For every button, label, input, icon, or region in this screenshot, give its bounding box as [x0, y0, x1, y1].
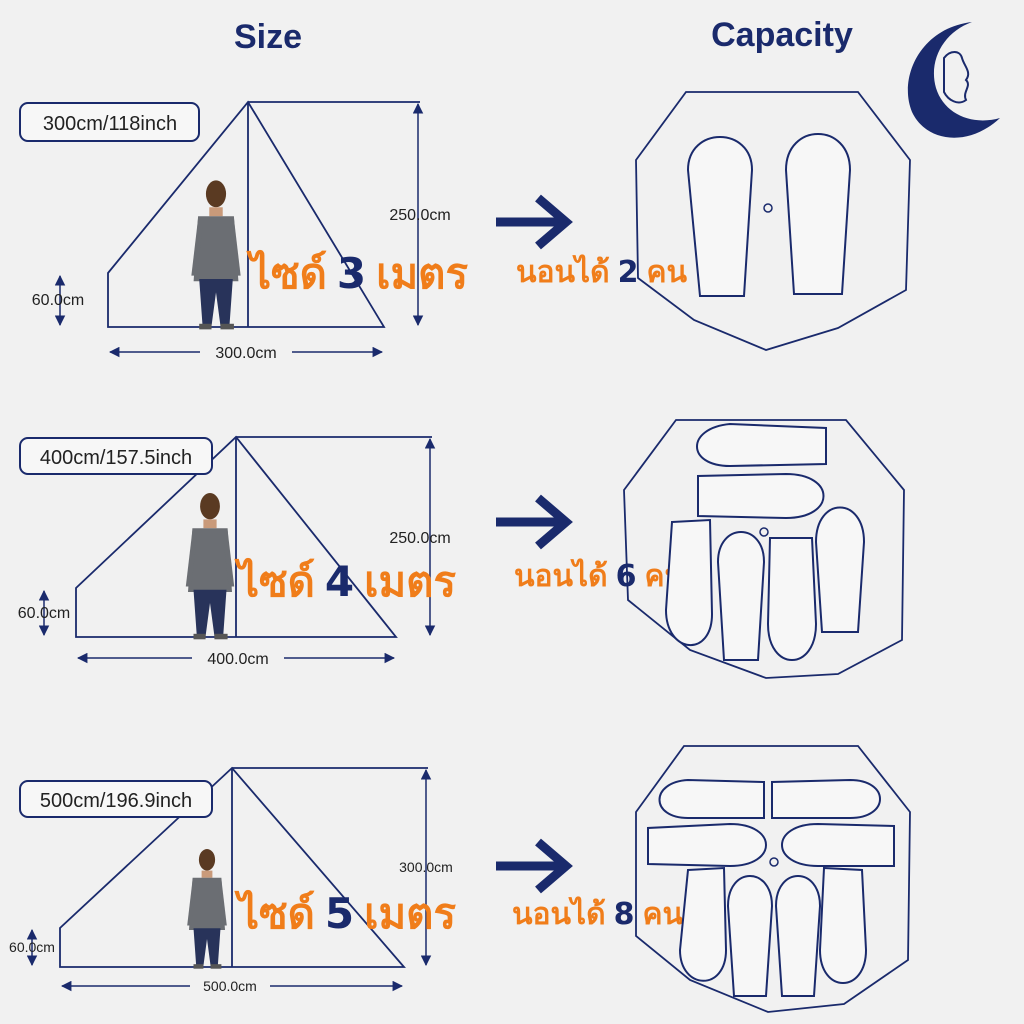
- row-4m: 400cm/157.5inch 250.0cm 60.0cm 400.0cm ไ…: [18, 419, 905, 679]
- wall-label: 60.0cm: [18, 605, 70, 622]
- sleeping-bag-icon: [781, 822, 895, 867]
- floor-plan: [635, 91, 911, 351]
- size-tag: 400cm/157.5inch: [40, 447, 192, 469]
- sleeping-bag-icon: [664, 518, 714, 646]
- person-icon: [191, 180, 241, 330]
- sleeping-bag-icon: [697, 472, 825, 520]
- row-5m: 500cm/196.9inch 300.0cm 60.0cm 500.0cm ไ…: [9, 745, 911, 1013]
- tent-profile: [59, 766, 428, 968]
- sleeping-bag-icon: [818, 866, 868, 984]
- sleeping-bag-icon: [686, 136, 754, 297]
- sleeping-bag-icon: [658, 778, 765, 819]
- sleeping-bag-icon: [647, 822, 767, 868]
- width-label: 500.0cm: [203, 978, 257, 994]
- width-label: 400.0cm: [207, 651, 268, 668]
- size-header: Size: [234, 18, 302, 56]
- width-label: 300.0cm: [215, 345, 276, 362]
- height-label: 300.0cm: [399, 859, 453, 875]
- sleeping-bag-icon: [726, 875, 774, 997]
- floor-plan: [635, 745, 911, 1013]
- sleeping-bag-icon: [696, 422, 827, 468]
- tent-profile: [75, 435, 432, 638]
- height-label: 250.0cm: [389, 530, 450, 547]
- floor-plan: [623, 419, 905, 679]
- arrow-right-icon: [496, 494, 573, 550]
- size-tag: 500cm/196.9inch: [40, 790, 192, 812]
- arrow-right-icon: [496, 838, 573, 894]
- sleeping-bag-icon: [716, 531, 766, 661]
- size-tag: 300cm/118inch: [43, 113, 177, 135]
- size-tag-box: [19, 780, 213, 818]
- sleeping-bag-icon: [766, 537, 818, 661]
- wall-label: 60.0cm: [32, 292, 84, 309]
- sleeping-bag-icon: [784, 133, 852, 295]
- sleeping-bag-icon: [771, 778, 881, 819]
- sleeping-bag-icon: [678, 866, 728, 982]
- height-label: 250.0cm: [389, 207, 450, 224]
- row-3m: 300cm/118inch 250.0cm 60.0cm 300.0cm ไซด…: [19, 91, 911, 362]
- person-icon: [187, 849, 227, 969]
- size-tag-box: [19, 102, 200, 142]
- capacity-header: Capacity: [711, 16, 853, 54]
- sleeping-bag-icon: [814, 506, 866, 633]
- person-icon: [185, 493, 235, 640]
- tent-profile: [107, 100, 420, 328]
- size-tag-box: [19, 437, 213, 475]
- wall-label: 60.0cm: [9, 939, 55, 955]
- sleeping-bag-icon: [774, 875, 822, 997]
- arrow-right-icon: [496, 194, 573, 250]
- moon-face-logo-icon: [907, 22, 1000, 138]
